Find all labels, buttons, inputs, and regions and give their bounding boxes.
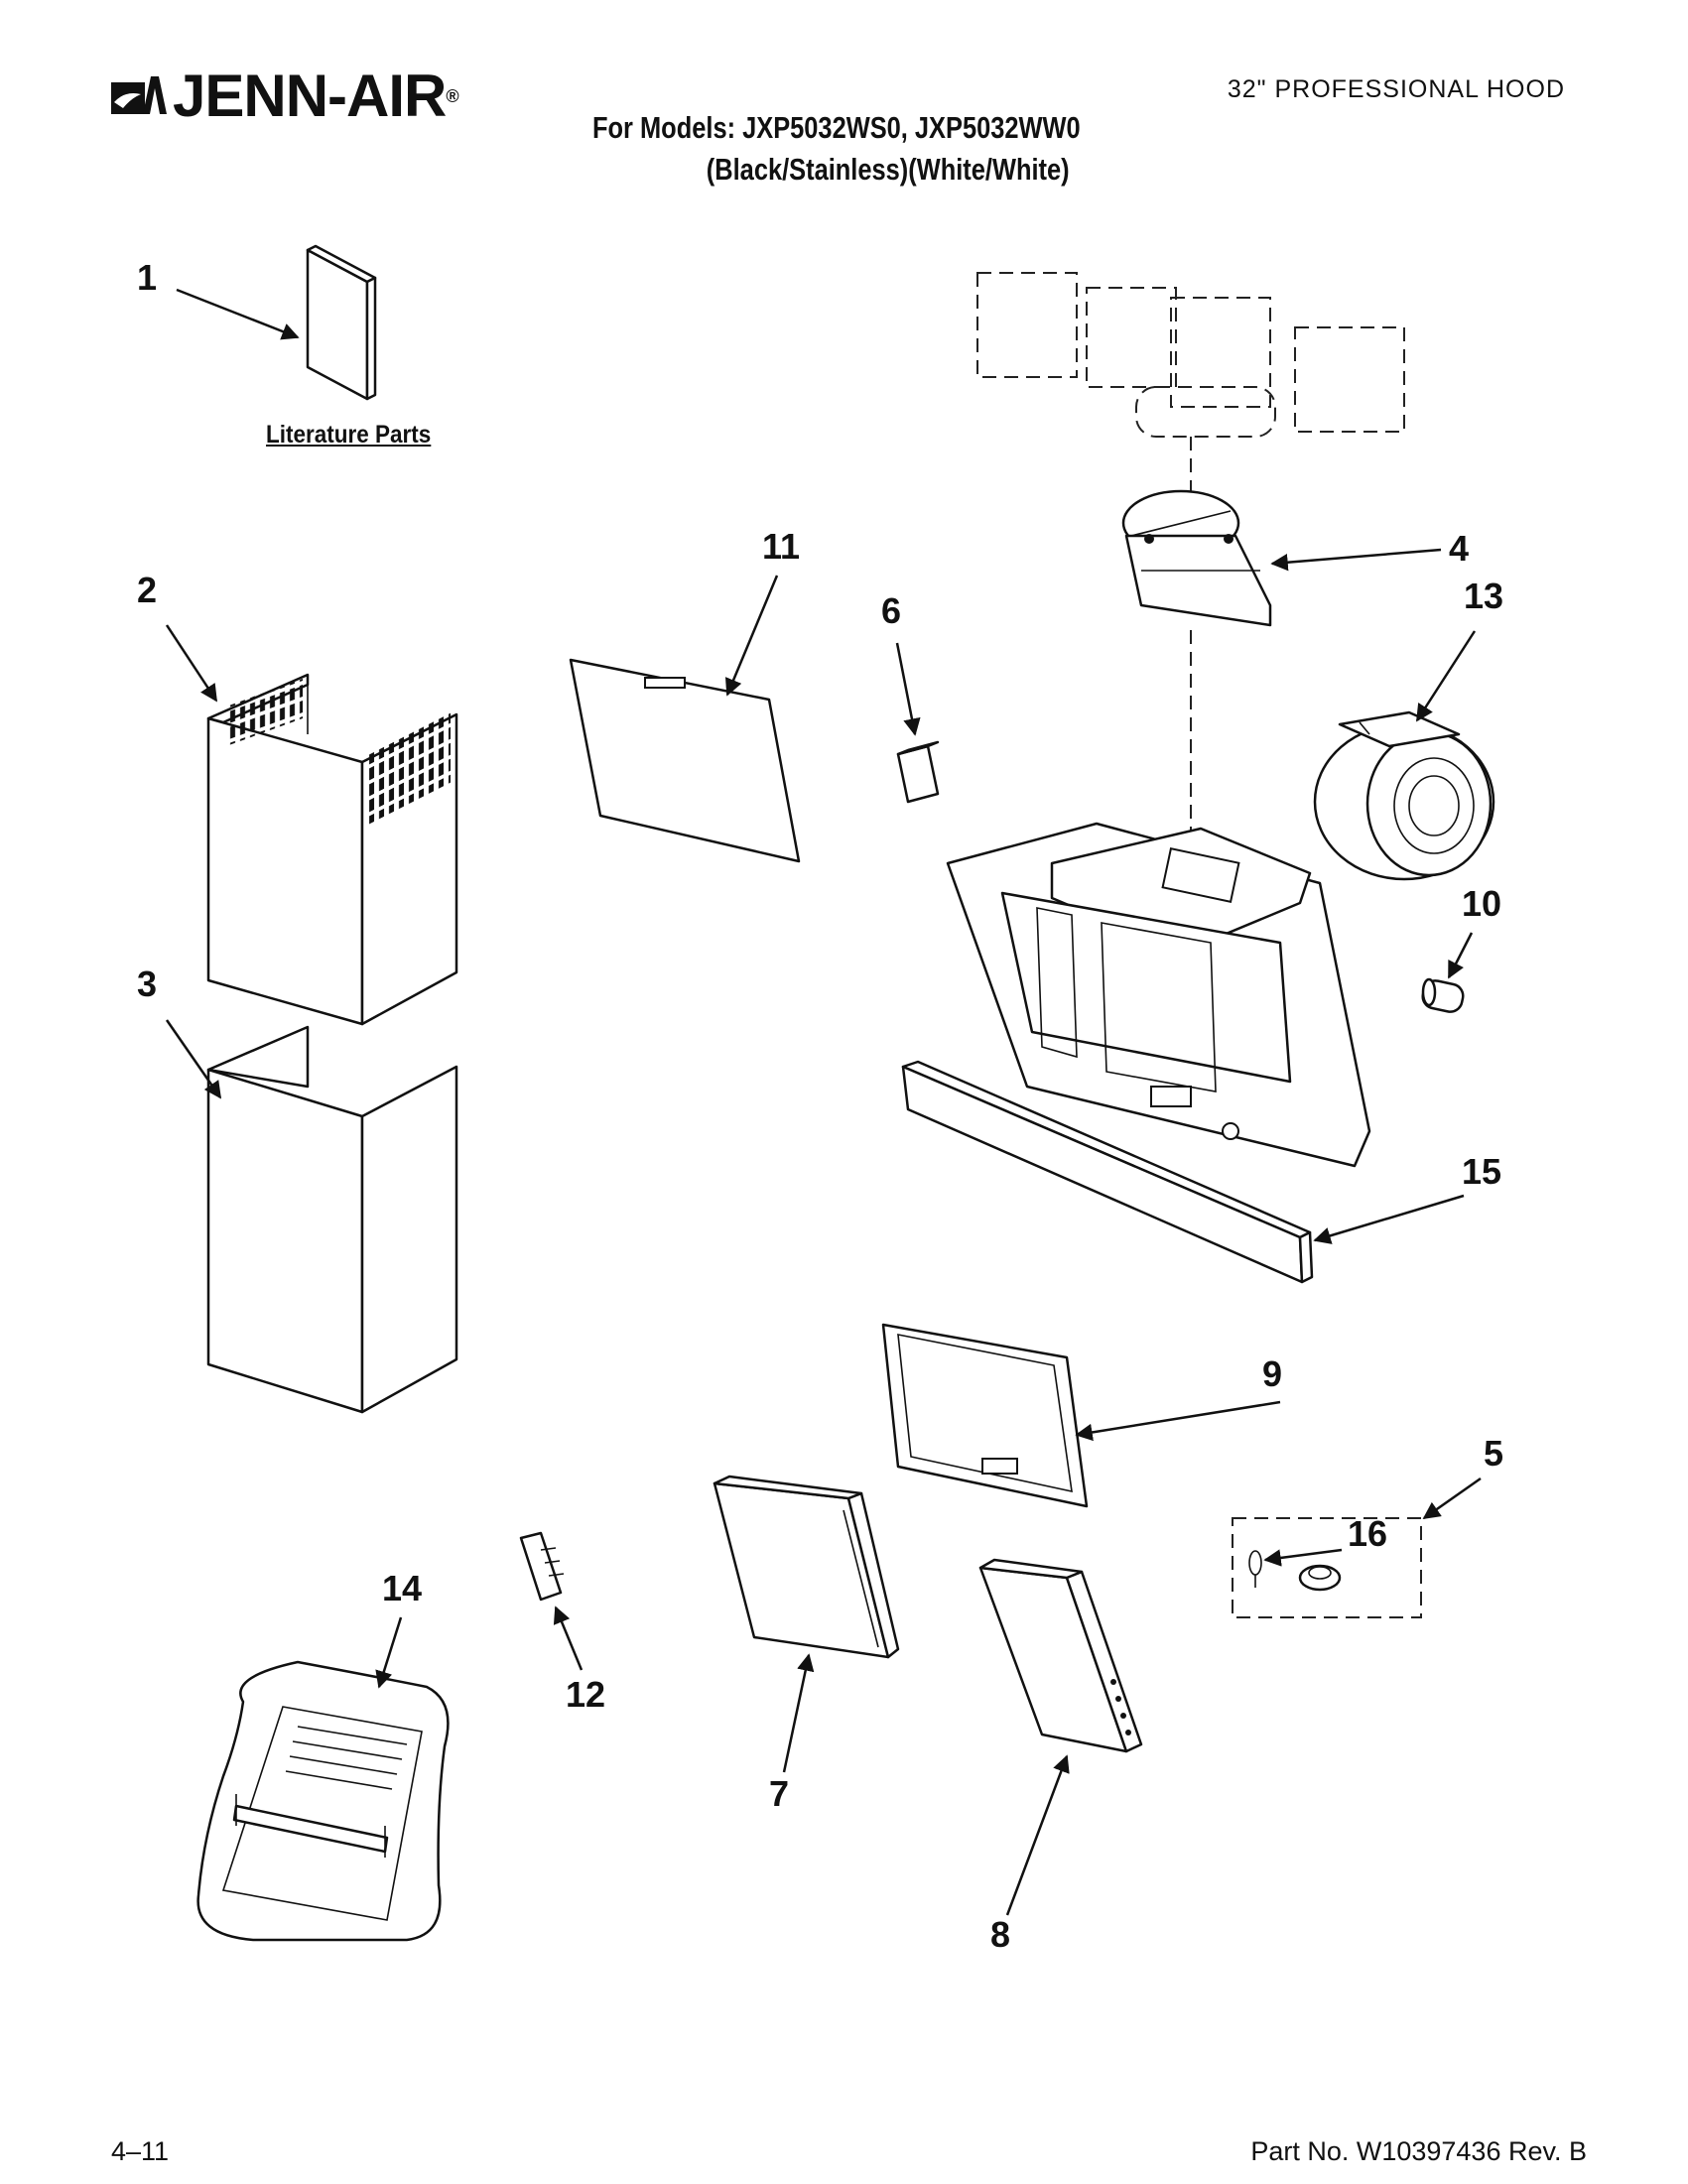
leader-8	[1005, 1754, 1070, 1916]
model-list: For Models: JXP5032WS0, JXP5032WW0 (Blac…	[592, 107, 1081, 191]
page-number: 4–11	[111, 2136, 170, 2166]
optional-duct-kit-outline	[976, 272, 1405, 516]
grease-filter	[881, 1323, 1089, 1508]
side-panel-left	[713, 1475, 900, 1659]
hood-body-assembly	[946, 822, 1371, 1168]
callout-8: 8	[990, 1914, 1011, 1955]
leader-2	[165, 624, 218, 703]
model-finishes: (Black/Stainless)(White/White)	[706, 152, 1070, 187]
callout-16: 16	[1348, 1513, 1388, 1554]
front-trim-bar	[901, 1060, 1314, 1284]
literature-parts-booklet	[306, 244, 377, 401]
lamp-kit	[1232, 1517, 1422, 1618]
callout-4: 4	[1449, 528, 1470, 569]
leader-15	[1313, 1194, 1465, 1244]
callout-15: 15	[1462, 1151, 1502, 1192]
leader-13	[1415, 630, 1477, 722]
registered-mark: ®	[446, 85, 459, 106]
callout-1: 1	[137, 257, 158, 298]
leader-9	[1075, 1400, 1281, 1442]
callout-6: 6	[881, 590, 902, 631]
literature-parts-caption: Literature Parts	[266, 421, 432, 449]
brand-name: JENN-AIR	[173, 63, 447, 129]
callout-3: 3	[137, 964, 158, 1004]
upper-chimney-cover	[206, 673, 458, 1026]
leader-1	[176, 288, 300, 340]
leader-3	[165, 1019, 222, 1099]
leader-7	[782, 1653, 815, 1773]
callout-12: 12	[566, 1674, 606, 1715]
terminal-block	[519, 1531, 565, 1602]
control-module	[896, 740, 940, 804]
blower-motor-assembly	[1313, 710, 1495, 881]
part-number: Part No. W10397436 Rev. B	[1250, 2136, 1587, 2166]
callout-14: 14	[382, 1568, 423, 1608]
callout-13: 13	[1464, 576, 1504, 616]
model-numbers: For Models: JXP5032WS0, JXP5032WW0	[592, 110, 1081, 145]
motor-capacitor	[1421, 977, 1465, 1013]
leader-12	[553, 1606, 584, 1671]
glass-canopy-panel	[569, 658, 801, 863]
callout-9: 9	[1262, 1353, 1283, 1394]
callout-7: 7	[769, 1773, 790, 1814]
leader-6	[895, 642, 921, 736]
leader-10	[1447, 932, 1474, 979]
installation-template	[196, 1660, 450, 1942]
lower-chimney-cover	[206, 1025, 458, 1414]
brand-logo: JENN-AIR®	[111, 62, 459, 131]
leader-16	[1263, 1548, 1343, 1567]
leader-11	[724, 575, 779, 697]
side-panel-right	[978, 1558, 1143, 1753]
callout-2: 2	[137, 570, 158, 610]
leader-5	[1422, 1477, 1482, 1520]
brand-logo-icon	[111, 76, 167, 114]
callout-5: 5	[1484, 1433, 1504, 1474]
callout-10: 10	[1462, 883, 1502, 924]
callout-11: 11	[762, 526, 801, 567]
document-title: 32" PROFESSIONAL HOOD	[1227, 75, 1565, 103]
leader-14	[375, 1616, 403, 1689]
duct-damper-assembly	[1121, 489, 1272, 858]
leader-4	[1270, 548, 1442, 572]
